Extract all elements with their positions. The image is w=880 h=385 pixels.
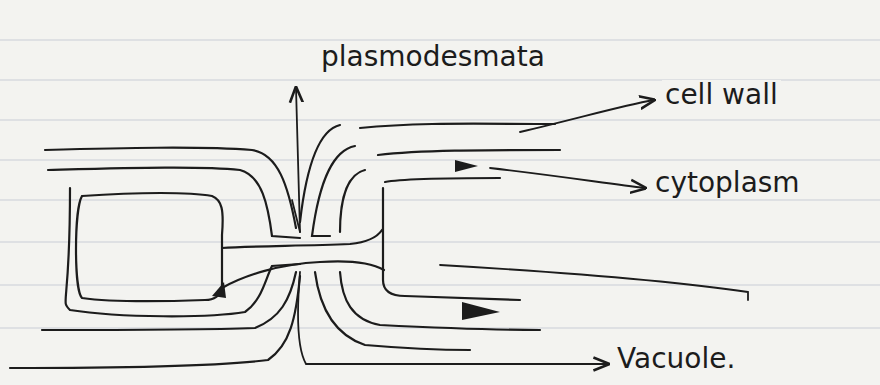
part-label: cell wall bbox=[662, 80, 781, 111]
leader-lines bbox=[292, 88, 748, 364]
part-label: Vacuole. bbox=[614, 344, 738, 375]
part-label: plasmodesmata bbox=[318, 42, 548, 73]
part-label: cytoplasm bbox=[652, 168, 803, 199]
ruled-lines bbox=[0, 40, 880, 328]
arrow-head bbox=[462, 302, 500, 320]
arrow-head bbox=[455, 160, 478, 172]
cell-walls bbox=[10, 124, 560, 368]
arrow-head bbox=[212, 282, 226, 298]
